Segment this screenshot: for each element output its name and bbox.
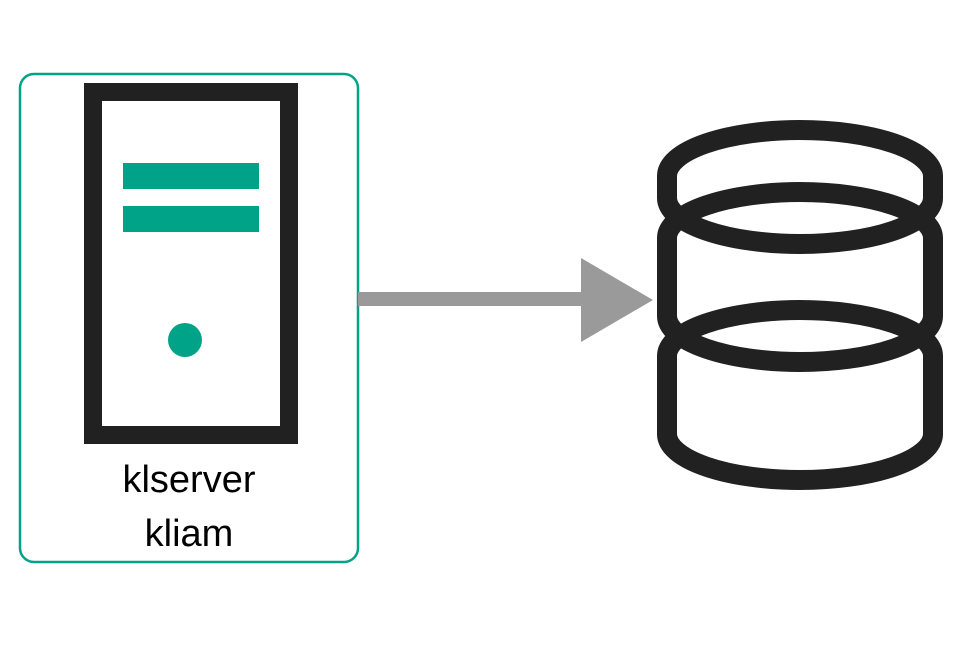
arrow-shaft xyxy=(358,292,582,306)
server-vent-bar-1 xyxy=(123,163,259,189)
database-disc-top xyxy=(657,120,943,254)
database-icon xyxy=(657,120,943,490)
server-node[interactable]: klserver kliam xyxy=(18,72,360,564)
server-node-label-line1: klserver xyxy=(122,459,255,501)
server-node-label-line2: kliam xyxy=(145,513,234,555)
server-to-database-arrow[interactable] xyxy=(358,258,653,342)
server-power-light-icon xyxy=(168,323,202,357)
server-vent-bar-2 xyxy=(123,206,259,232)
database-disc-bottom xyxy=(657,300,943,490)
arrow-head-icon xyxy=(581,258,653,342)
database-disc-middle xyxy=(657,182,943,372)
server-tower-icon xyxy=(84,83,298,444)
database-node[interactable] xyxy=(657,120,943,490)
server-chassis-outline xyxy=(84,83,298,444)
